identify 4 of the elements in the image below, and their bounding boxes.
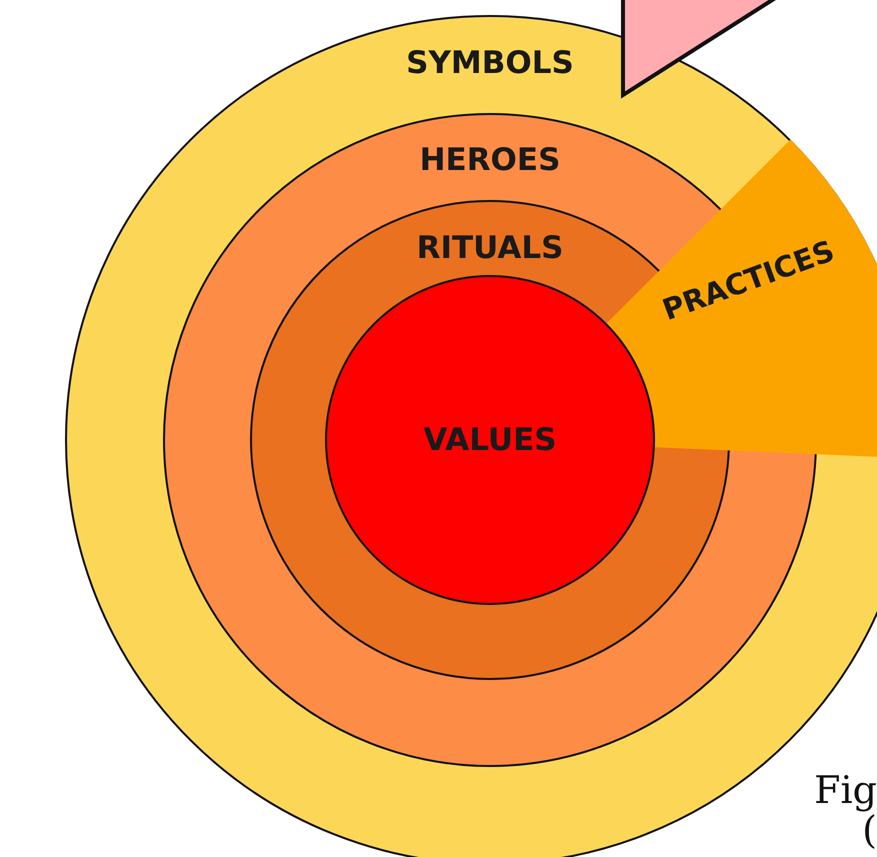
ring-label: RITUALS <box>416 230 564 266</box>
ring-label: VALUES <box>423 422 557 458</box>
ring-label: SYMBOLS <box>406 45 574 81</box>
ring-label: HEROES <box>420 142 560 178</box>
